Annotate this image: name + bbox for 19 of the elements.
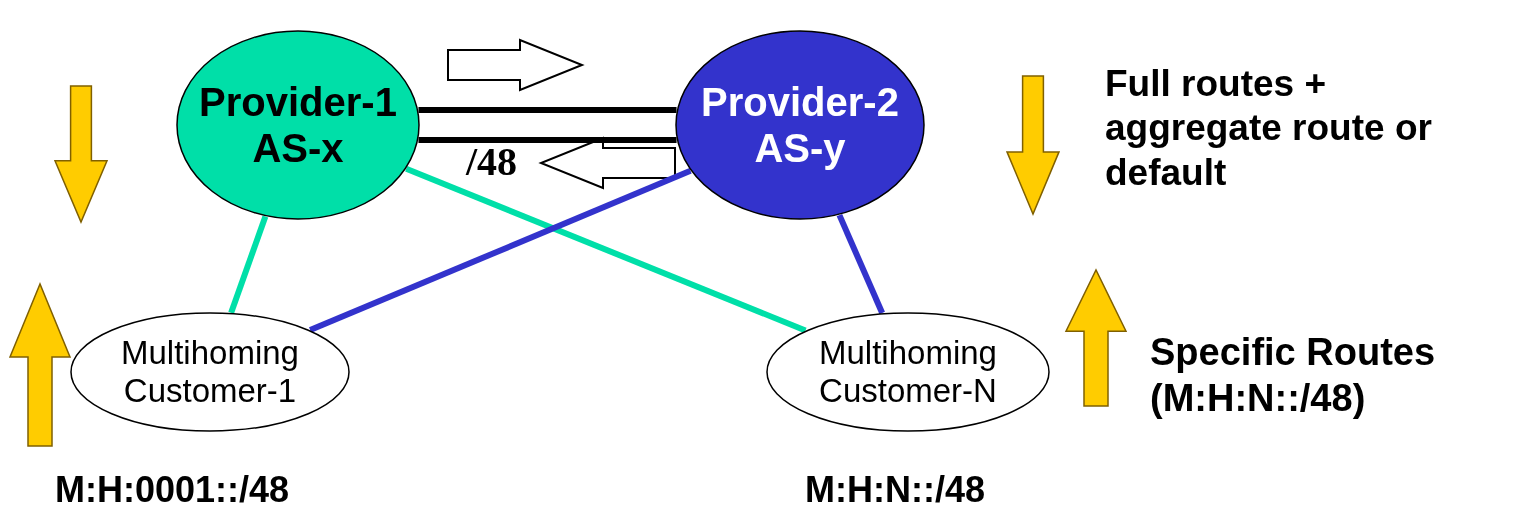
address-caption: M:H:0001::/48 [55, 468, 290, 509]
prefix-label: /48 [466, 138, 519, 186]
connector-line [309, 168, 692, 333]
connector-line [228, 215, 269, 314]
address-caption: M:H:N::/48 [805, 468, 985, 509]
node-label: Provider-1 AS-x [198, 79, 398, 171]
connector-line [418, 107, 677, 113]
ellipse-node [675, 30, 925, 220]
node-label: Provider-2 AS-y [700, 79, 900, 171]
annotation-text: Full routes + aggregate route or default [1105, 62, 1433, 195]
connector-line [405, 166, 807, 334]
node-label: Multihoming Customer-N [818, 334, 998, 410]
connector-line [418, 137, 677, 143]
ellipse-node [176, 30, 420, 220]
ellipse-node [70, 312, 350, 432]
node-label: Multihoming Customer-1 [120, 334, 300, 410]
connector-line [836, 213, 885, 315]
annotation-text: Specific Routes (M:H:N::/48) [1150, 330, 1437, 421]
ellipse-node [766, 312, 1050, 432]
